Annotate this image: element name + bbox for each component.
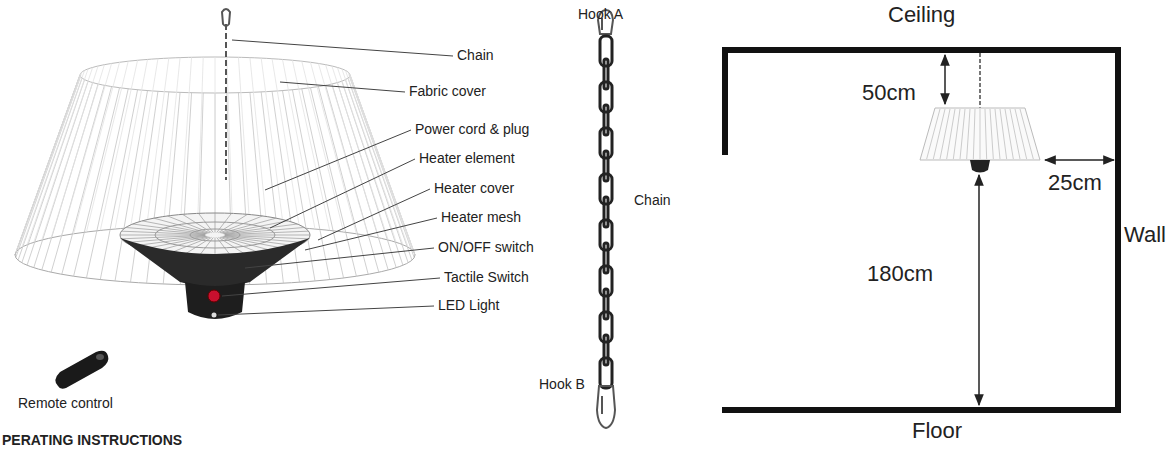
part-label: ON/OFF switch — [438, 239, 534, 255]
part-label: Chain — [457, 47, 494, 63]
part-label: Hook A — [578, 6, 623, 22]
dimension: 25cm — [1048, 170, 1102, 195]
room-label: Wall — [1124, 222, 1166, 247]
part-label: Heater cover — [434, 180, 514, 196]
dimension: 180cm — [867, 261, 933, 286]
part-label: Hook B — [539, 376, 585, 392]
fabric-cover — [15, 57, 415, 285]
part-label: Remote control — [18, 395, 113, 411]
hook-b — [597, 386, 615, 428]
part-label: Chain — [634, 192, 671, 208]
room-label: Ceiling — [888, 2, 955, 27]
chain — [222, 9, 230, 180]
room-outline — [722, 50, 1118, 410]
part-label: Heater mesh — [441, 209, 521, 225]
dimension: 50cm — [862, 80, 916, 105]
heater-cover — [120, 238, 310, 319]
section-heading: PERATING INSTRUCTIONS — [2, 432, 182, 448]
dimension-arrows — [945, 55, 1114, 405]
chain — [600, 36, 612, 388]
part-label: Heater element — [419, 150, 515, 166]
room-heater — [920, 53, 1040, 173]
part-label: Tactile Switch — [444, 269, 529, 285]
room-label: Floor — [912, 418, 962, 443]
remote-control — [55, 351, 108, 389]
part-label: LED Light — [438, 297, 499, 313]
part-label: Power cord & plug — [415, 121, 529, 137]
part-label: Fabric cover — [409, 83, 486, 99]
leader-lines — [218, 40, 453, 315]
